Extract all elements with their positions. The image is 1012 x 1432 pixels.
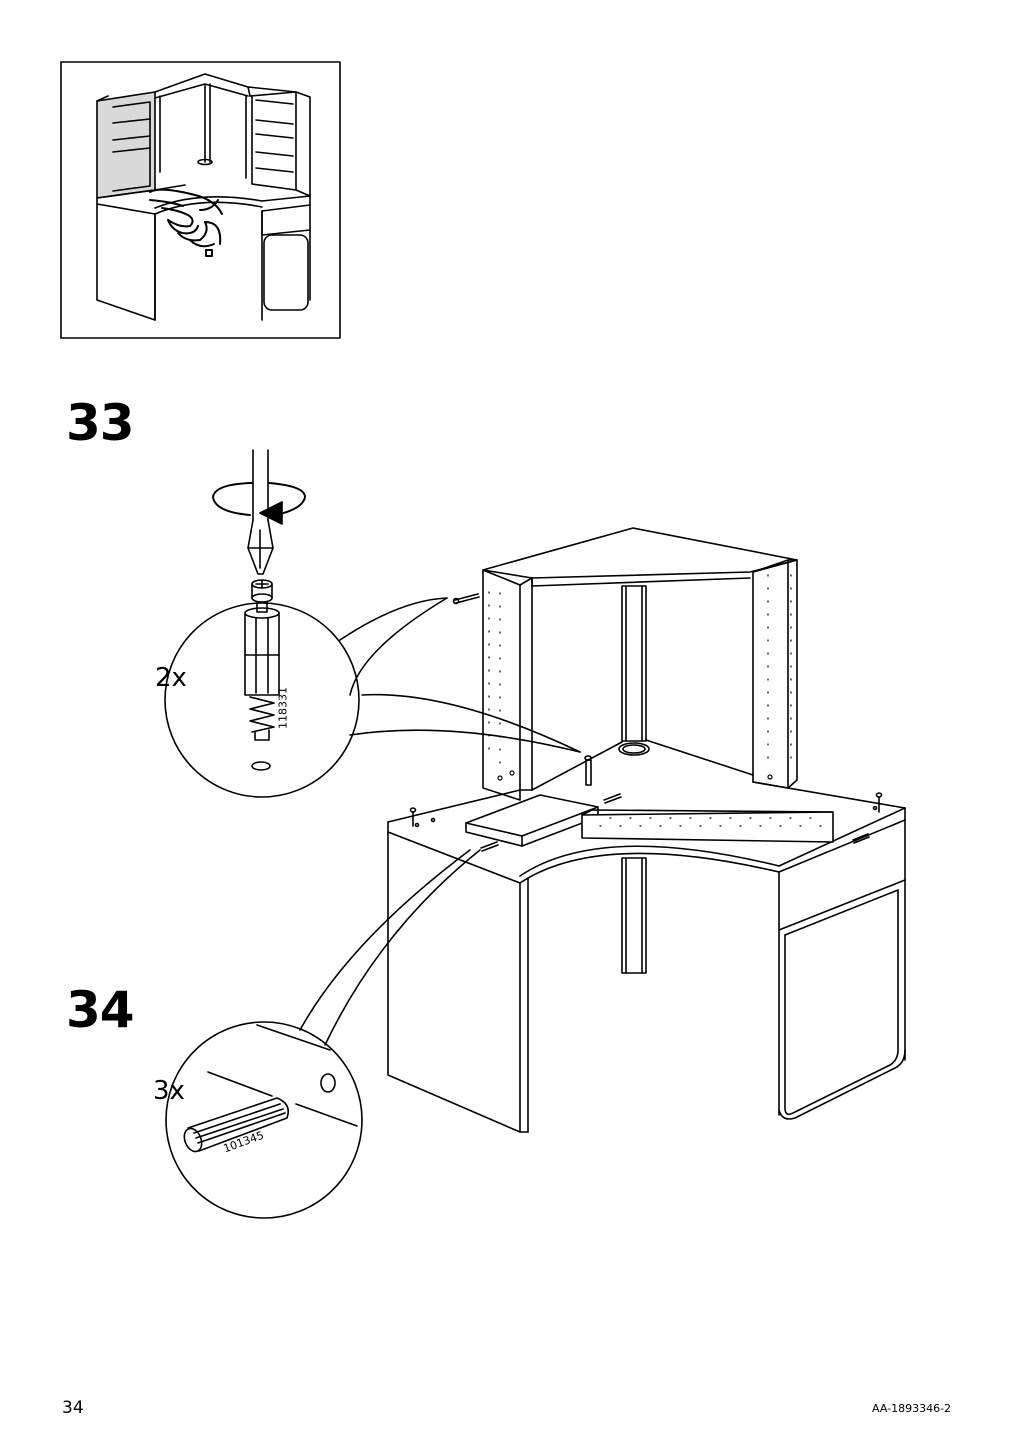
panel-holes xyxy=(489,575,791,780)
dowel-detail-circle xyxy=(166,1022,362,1218)
corner-desk-assembly xyxy=(388,528,905,1132)
page-number: 34 xyxy=(62,1398,84,1418)
step-number-34: 34 xyxy=(66,981,135,1039)
document-code: AA-1893346-2 xyxy=(872,1402,952,1415)
cam-bolt-fitting xyxy=(245,580,279,770)
step-number-33: 33 xyxy=(66,394,135,452)
hand-press-icon xyxy=(150,190,222,256)
shaded-shelf-unit xyxy=(97,92,155,198)
cam-bolt-detail-circle xyxy=(165,603,359,797)
fittings-in-place xyxy=(411,594,882,851)
wooden-dowel xyxy=(181,1098,288,1154)
reference-box xyxy=(61,62,340,338)
part-number-cam-bolt: 118331 xyxy=(276,687,290,729)
quantity-label-3x: 3x xyxy=(153,1076,185,1106)
quantity-label-2x: 2x xyxy=(155,663,187,693)
rotate-arrow-icon xyxy=(213,483,305,524)
